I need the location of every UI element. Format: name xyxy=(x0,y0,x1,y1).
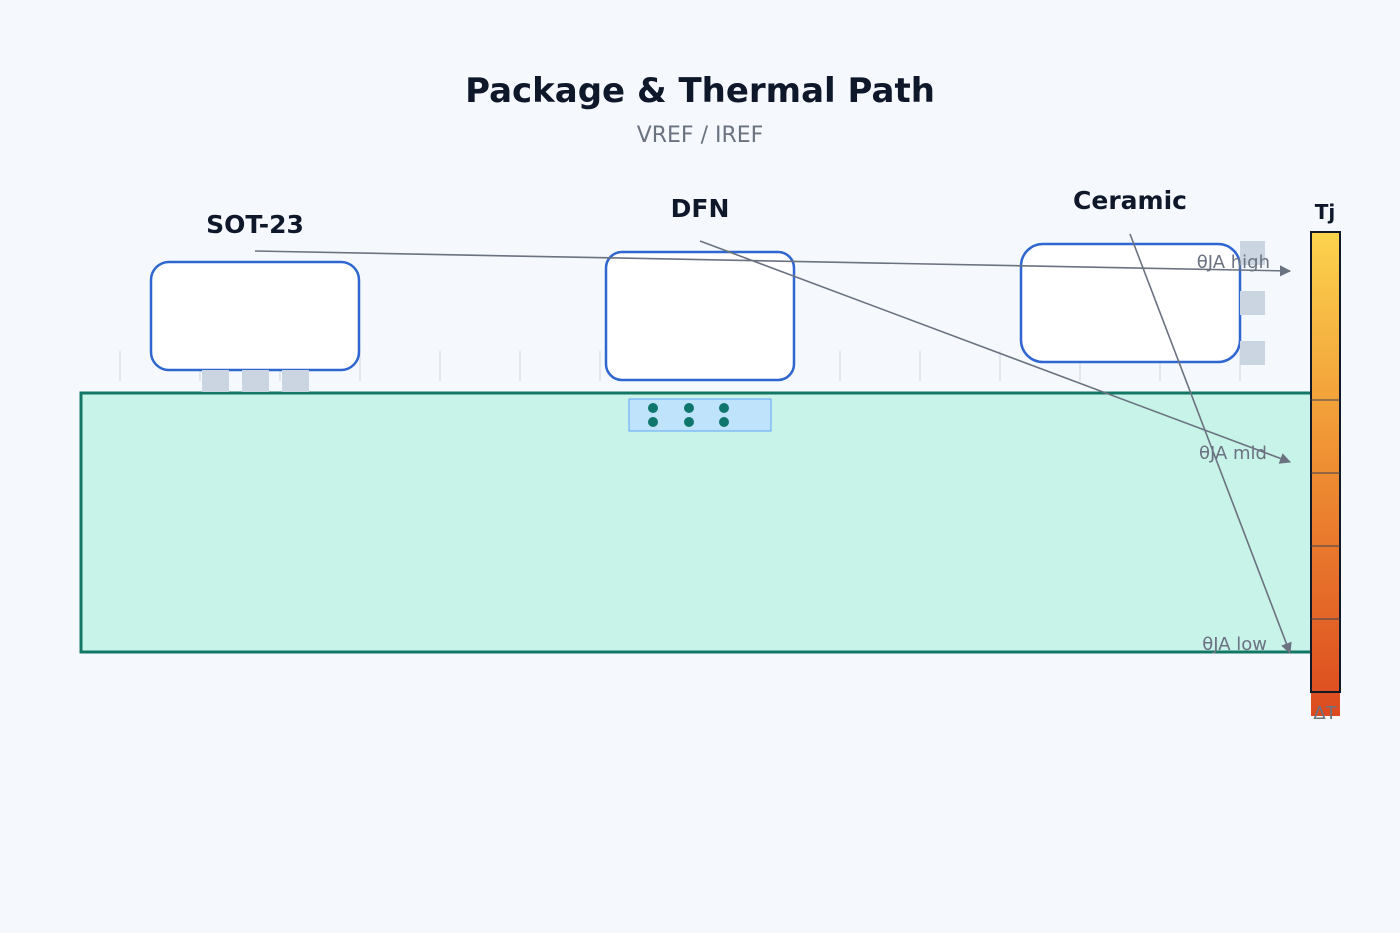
thermal-via xyxy=(719,403,729,413)
diagram-title: Package & Thermal Path xyxy=(465,71,935,111)
lead-pad xyxy=(202,370,229,392)
package-ceramic: Ceramic xyxy=(1019,186,1265,365)
tj-gradient-bar: Tj ΔT xyxy=(1310,200,1341,724)
grid-ticks xyxy=(119,351,1241,381)
thermal-via xyxy=(648,403,658,413)
package-label-sot23: SOT-23 xyxy=(206,210,304,239)
package-sot23: SOT-23 xyxy=(149,210,361,392)
package-body-dfn xyxy=(604,250,796,382)
thermal-via xyxy=(684,417,694,427)
side-pad xyxy=(1240,341,1265,365)
lead-pad xyxy=(242,370,269,392)
side-pad xyxy=(1240,291,1265,315)
thermal-path-arrow-mid xyxy=(699,240,1292,464)
thermal-via xyxy=(648,417,658,427)
package-label-ceramic: Ceramic xyxy=(1073,186,1187,215)
pcb-board xyxy=(79,391,1315,654)
thermal-via xyxy=(719,417,729,427)
theta-label-high: θJA high xyxy=(1197,252,1270,273)
thermal-paths xyxy=(254,233,1292,655)
delta-t-label: ΔT xyxy=(1313,703,1337,724)
package-dfn: DFN xyxy=(604,194,796,432)
diagram-subtitle: VREF / IREF xyxy=(637,123,764,148)
package-body-sot23 xyxy=(149,260,361,372)
lead-pad xyxy=(282,370,309,392)
side-pad xyxy=(1240,241,1265,265)
tj-label: Tj xyxy=(1315,200,1336,224)
package-label-dfn: DFN xyxy=(671,194,730,223)
thermal-path-arrow-low xyxy=(1129,233,1292,655)
theta-label-low: θJA low xyxy=(1202,634,1267,655)
theta-label-mid: θJA mid xyxy=(1199,443,1267,464)
tj-bar-frame xyxy=(1310,231,1341,693)
tj-bar-fill xyxy=(1311,232,1340,716)
thermal-path-arrow-high xyxy=(254,250,1292,277)
thermal-via xyxy=(684,403,694,413)
